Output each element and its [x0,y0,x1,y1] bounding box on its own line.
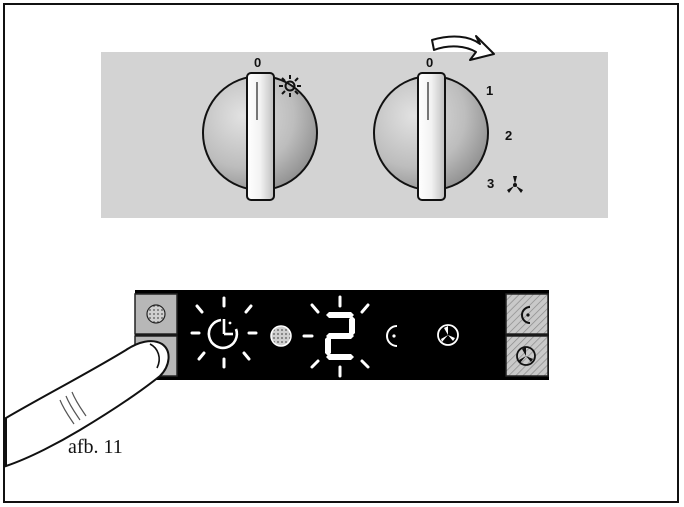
figure-caption: afb. 11 [68,436,123,458]
run-on-button[interactable] [505,335,549,377]
pointing-finger [5,340,170,468]
light-knob[interactable] [202,72,318,201]
filter-button[interactable] [134,293,178,335]
fan-position-3: 3 [487,176,495,191]
light-knob-zero-label: 0 [254,55,262,70]
timer-icon [190,296,258,369]
fan-position-1: 1 [486,83,494,98]
sun-icon [279,75,301,97]
intensive-button[interactable] [505,293,549,335]
clockwise-arrow-icon [431,35,495,61]
intensive-icon [521,306,531,324]
grease-filter-icon [146,304,166,324]
fan-knob-zero-label: 0 [426,55,434,70]
fan-knob[interactable] [373,72,489,201]
intensive-indicator [386,325,398,347]
fan-run-on-indicator [437,324,459,346]
control-panel-knobs [101,52,608,218]
grease-filter-indicator [270,325,292,347]
blink-rays [190,296,258,369]
fan-icon [507,176,523,193]
fan-position-2: 2 [505,128,513,143]
fan-level-digit [302,295,370,378]
